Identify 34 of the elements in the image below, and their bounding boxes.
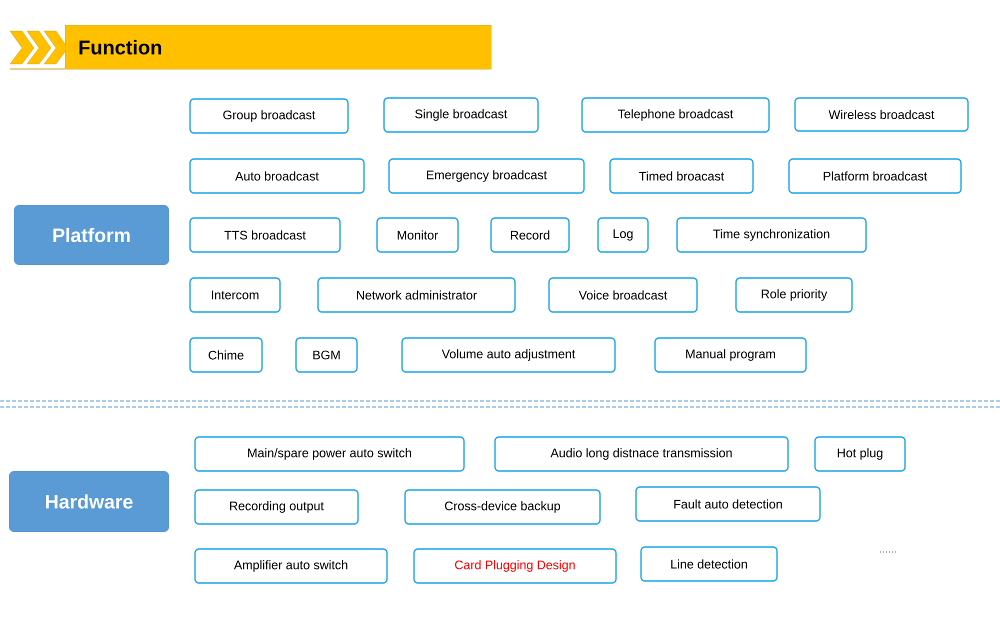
feature-box: Chime [189, 337, 263, 373]
feature-box: Manual program [654, 337, 807, 373]
feature-box: Line detection [640, 546, 778, 582]
feature-box: Intercom [189, 277, 281, 313]
feature-box: Wireless broadcast [794, 97, 969, 132]
feature-box: Voice broadcast [548, 277, 698, 313]
feature-box: Fault auto detection [635, 486, 821, 522]
feature-box: Auto broadcast [189, 158, 365, 194]
feature-box: Telephone broadcast [581, 97, 770, 133]
feature-box: Main/spare power auto switch [194, 436, 465, 472]
feature-box: Cross-device backup [404, 489, 601, 525]
feature-box: Network administrator [317, 277, 516, 313]
feature-box: Log [597, 217, 649, 253]
feature-box: Time synchronization [676, 217, 867, 253]
feature-box: Monitor [376, 217, 459, 253]
feature-box: Recording output [194, 489, 359, 525]
feature-box: Volume auto adjustment [401, 337, 616, 373]
feature-box: Record [490, 217, 570, 253]
section-label: Platform [14, 205, 169, 265]
feature-box: BGM [295, 337, 358, 373]
feature-box: TTS broadcast [189, 217, 341, 253]
feature-box: Timed broacast [609, 158, 754, 194]
feature-box: Platform broadcast [788, 158, 962, 194]
feature-box: Single broadcast [383, 97, 539, 133]
feature-box: Hot plug [814, 436, 906, 472]
title-banner: Function [65, 25, 492, 70]
feature-box: Card Plugging Design [413, 548, 617, 584]
feature-box: Emergency broadcast [388, 158, 585, 194]
feature-box: Audio long distnace transmission [494, 436, 789, 472]
feature-box: Role priority [735, 277, 853, 313]
ellipsis: ...... [880, 551, 896, 553]
section-label: Hardware [9, 471, 169, 532]
feature-box: Amplifier auto switch [194, 548, 388, 584]
feature-box: Group broadcast [189, 98, 349, 134]
